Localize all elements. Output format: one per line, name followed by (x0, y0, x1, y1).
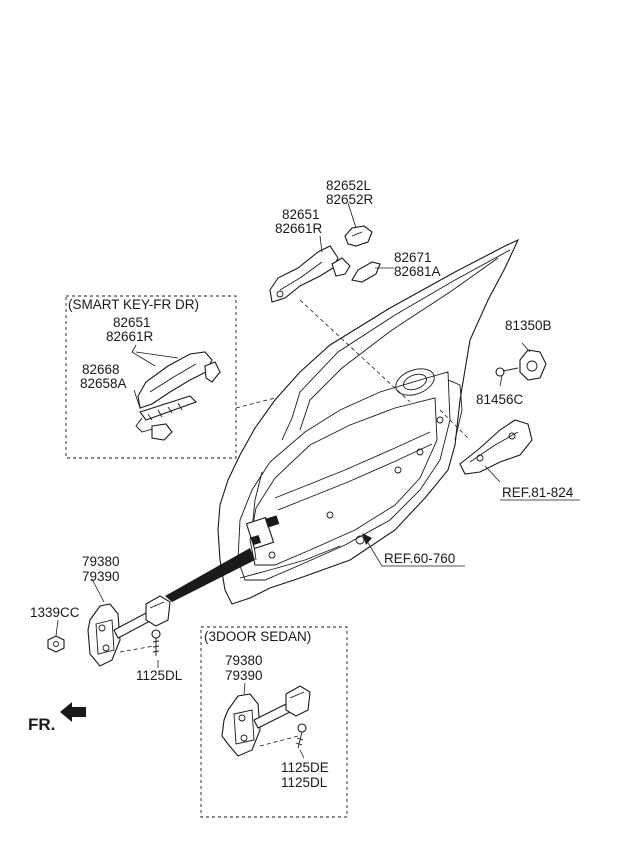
label-smart-key-group: (SMART KEY-FR DR) (68, 297, 199, 312)
label-sedan-checker-1: 79380 (225, 653, 263, 668)
sedan-door-checker (221, 685, 311, 757)
label-front-indicator: FR. (28, 715, 55, 734)
label-sedan-checker-2: 79390 (225, 668, 263, 683)
label-smart-handle-3: 82668 (82, 362, 120, 377)
label-handle-cap-1: 82671 (394, 250, 432, 265)
label-handle-top-2: 82661R (275, 221, 323, 236)
label-sedan-group: (3DOOR SEDAN) (204, 629, 311, 644)
smart-key-handle (137, 351, 221, 409)
door-latch-assembly (459, 419, 533, 475)
label-checker-1: 79380 (82, 554, 120, 569)
striker-plate (519, 349, 547, 381)
label-sedan-bolt-2: 1125DL (281, 775, 328, 790)
label-smart-handle-2: 82661R (106, 329, 154, 344)
sedan-checker-bolt (295, 723, 307, 749)
label-handle-cover-r: 82652R (326, 192, 374, 207)
label-nut: 1339CC (30, 605, 80, 620)
checker-bolt (151, 629, 161, 656)
label-checker-2: 79390 (82, 569, 120, 584)
check-link-strap (165, 548, 255, 602)
label-smart-handle-4: 82658A (80, 376, 127, 391)
outside-handle-assembly (269, 245, 351, 303)
front-door-frame (217, 238, 520, 605)
checker-nut (47, 635, 65, 653)
striker-bolt (495, 367, 519, 377)
label-bolt: 1125DL (136, 668, 183, 683)
door-checker (87, 595, 171, 667)
arrow-left-icon (60, 702, 86, 722)
label-smart-handle-1: 82651 (113, 315, 151, 330)
handle-cover-part (344, 225, 373, 247)
label-ref-latch: REF.81-824 (502, 485, 574, 500)
smart-key-group-box (65, 295, 237, 459)
label-striker: 81350B (505, 318, 552, 333)
label-handle-cover-l: 82652L (326, 178, 372, 193)
label-handle-top-1: 82651 (282, 207, 320, 222)
label-ref-door: REF.60-760 (384, 551, 455, 566)
label-striker-bolt: 81456C (476, 392, 524, 407)
handle-cap-part (351, 261, 381, 283)
smart-key-sensor-cable (135, 395, 198, 441)
sedan-group-box (200, 626, 348, 818)
label-handle-cap-2: 82681A (394, 264, 441, 279)
label-sedan-bolt-1: 1125DE (281, 760, 329, 775)
